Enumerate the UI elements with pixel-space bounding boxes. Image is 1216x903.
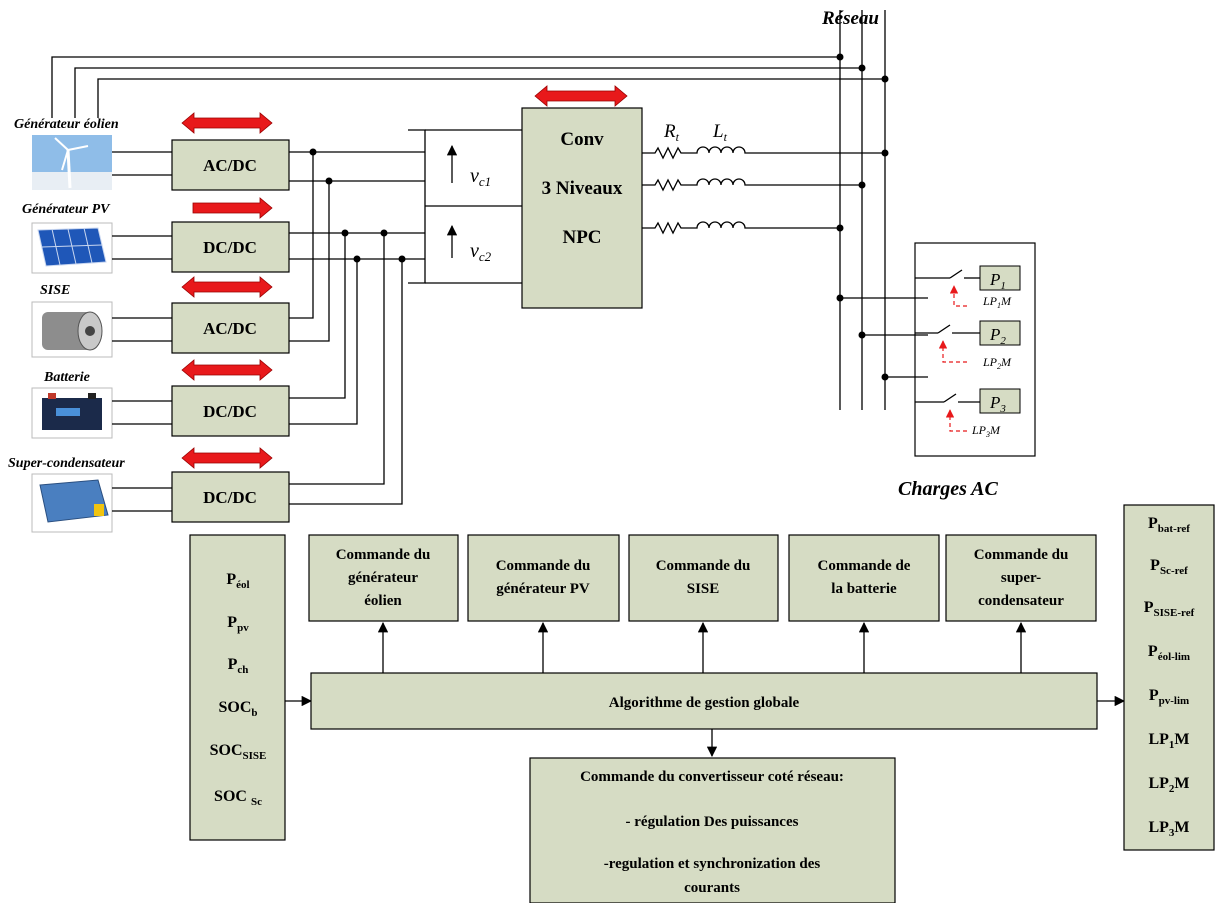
svg-text:courants: courants bbox=[684, 880, 740, 896]
svg-text:Conv: Conv bbox=[560, 129, 604, 150]
power-flow-arrows bbox=[181, 85, 628, 469]
load-3-command: LP3M bbox=[971, 423, 1001, 439]
rt-label: Rt bbox=[663, 121, 680, 144]
output-p-eol-lim: Péol-lim bbox=[1148, 643, 1190, 663]
svg-text:condensateur: condensateur bbox=[978, 593, 1064, 609]
input-soc-b: SOCb bbox=[218, 699, 257, 719]
converter-sc: DC/DC bbox=[171, 471, 290, 523]
converter-pv: DC/DC bbox=[171, 221, 290, 273]
dc-bus-wires bbox=[289, 129, 522, 505]
load-1-label: P1 bbox=[989, 270, 1006, 292]
input-p-eol: Péol bbox=[226, 571, 249, 591]
inputs-panel: Péol Ppv Pch SOCb SOCSISE SOC Sc bbox=[189, 534, 286, 841]
load-2-label: P2 bbox=[989, 325, 1006, 347]
svg-text:-regulation et synchronization: -regulation et synchronization des bbox=[604, 856, 821, 872]
svg-text:AC/DC: AC/DC bbox=[203, 156, 257, 175]
source-label-batterie: Batterie bbox=[43, 370, 90, 385]
svg-text:Commande de: Commande de bbox=[818, 558, 911, 574]
input-p-ch: Pch bbox=[228, 656, 249, 676]
load-3-label: P3 bbox=[989, 393, 1006, 415]
input-soc-sc: SOC Sc bbox=[214, 788, 262, 808]
solar-panel-icon bbox=[31, 222, 113, 274]
source-wires bbox=[112, 151, 172, 512]
svg-text:la batterie: la batterie bbox=[831, 581, 897, 597]
svg-text:Commande du: Commande du bbox=[496, 558, 591, 574]
control-arrows bbox=[377, 621, 1027, 673]
supercapacitor-icon bbox=[31, 473, 113, 533]
npc-converter: Conv 3 Niveaux NPC bbox=[521, 107, 643, 309]
ac-loads bbox=[836, 242, 1036, 457]
svg-text:3 Niveaux: 3 Niveaux bbox=[542, 178, 623, 199]
output-p-sise-ref: PSISE-ref bbox=[1144, 599, 1195, 619]
control-batterie: Commande de la batterie bbox=[788, 534, 940, 622]
rl-filter bbox=[642, 146, 889, 235]
svg-text:éolien: éolien bbox=[364, 593, 402, 609]
svg-text:Commande du: Commande du bbox=[336, 547, 431, 563]
vc1-label: vc1 bbox=[470, 165, 491, 189]
svg-text:super-: super- bbox=[1001, 570, 1041, 586]
control-sise: Commande du SISE bbox=[628, 534, 779, 622]
svg-text:Commande du convertisseur coté: Commande du convertisseur coté réseau: bbox=[580, 769, 844, 785]
output-p-pv-lim: Ppv-lim bbox=[1149, 687, 1189, 707]
load-3 bbox=[915, 388, 1021, 432]
load-1 bbox=[915, 265, 1021, 307]
converter-batterie: DC/DC bbox=[171, 385, 290, 437]
source-label-sise: SISE bbox=[40, 283, 70, 298]
control-sc: Commande du super- condensateur bbox=[945, 534, 1097, 622]
lt-label: Lt bbox=[712, 121, 728, 144]
control-pv: Commande du générateur PV bbox=[467, 534, 620, 622]
svg-text:générateur: générateur bbox=[348, 570, 418, 586]
flywheel-icon bbox=[31, 301, 113, 358]
svg-text:AC/DC: AC/DC bbox=[203, 319, 257, 338]
grid-control-block: Commande du convertisseur coté réseau: -… bbox=[529, 757, 896, 903]
load-2 bbox=[915, 320, 1021, 363]
svg-text:- régulation Des puissances: - régulation Des puissances bbox=[626, 814, 799, 830]
output-lp2m: LP2M bbox=[1148, 775, 1189, 795]
svg-text:DC/DC: DC/DC bbox=[203, 488, 257, 507]
source-label-pv: Générateur PV bbox=[22, 202, 111, 217]
battery-icon bbox=[31, 387, 113, 439]
svg-text:SISE: SISE bbox=[687, 581, 720, 597]
converter-eolien: AC/DC bbox=[171, 139, 290, 191]
wind-turbine-icon bbox=[32, 135, 112, 190]
output-p-bat-ref: Pbat-ref bbox=[1148, 515, 1190, 535]
algorithm-label: Algorithme de gestion globale bbox=[609, 695, 800, 711]
svg-text:générateur PV: générateur PV bbox=[496, 581, 590, 597]
input-p-pv: Ppv bbox=[227, 614, 249, 634]
svg-text:Commande du: Commande du bbox=[974, 547, 1069, 563]
output-lp1m: LP1M bbox=[1148, 731, 1189, 751]
input-soc-sise: SOCSISE bbox=[210, 742, 267, 762]
loads-title: Charges AC bbox=[898, 478, 999, 500]
output-lp3m: LP3M bbox=[1148, 819, 1189, 839]
algorithm-block: Algorithme de gestion globale bbox=[310, 672, 1098, 730]
load-1-command: LP1M bbox=[982, 294, 1012, 310]
vc2-label: vc2 bbox=[470, 240, 492, 264]
svg-text:DC/DC: DC/DC bbox=[203, 238, 257, 257]
svg-text:Commande du: Commande du bbox=[656, 558, 751, 574]
control-eolien: Commande du générateur éolien bbox=[308, 534, 459, 622]
source-label-sc: Super-condensateur bbox=[8, 456, 125, 471]
load-2-command: LP2M bbox=[982, 355, 1012, 371]
grid-title: Réseau bbox=[821, 8, 879, 29]
svg-text:NPC: NPC bbox=[562, 227, 601, 248]
output-p-sc-ref: PSc-ref bbox=[1150, 557, 1188, 577]
converter-sise: AC/DC bbox=[171, 302, 290, 354]
source-label-eolien: Générateur éolien bbox=[14, 117, 119, 132]
grid-feedback-wires bbox=[51, 53, 889, 118]
svg-text:DC/DC: DC/DC bbox=[203, 402, 257, 421]
outputs-panel: Pbat-ref PSc-ref PSISE-ref Péol-lim Ppv-… bbox=[1123, 504, 1215, 851]
